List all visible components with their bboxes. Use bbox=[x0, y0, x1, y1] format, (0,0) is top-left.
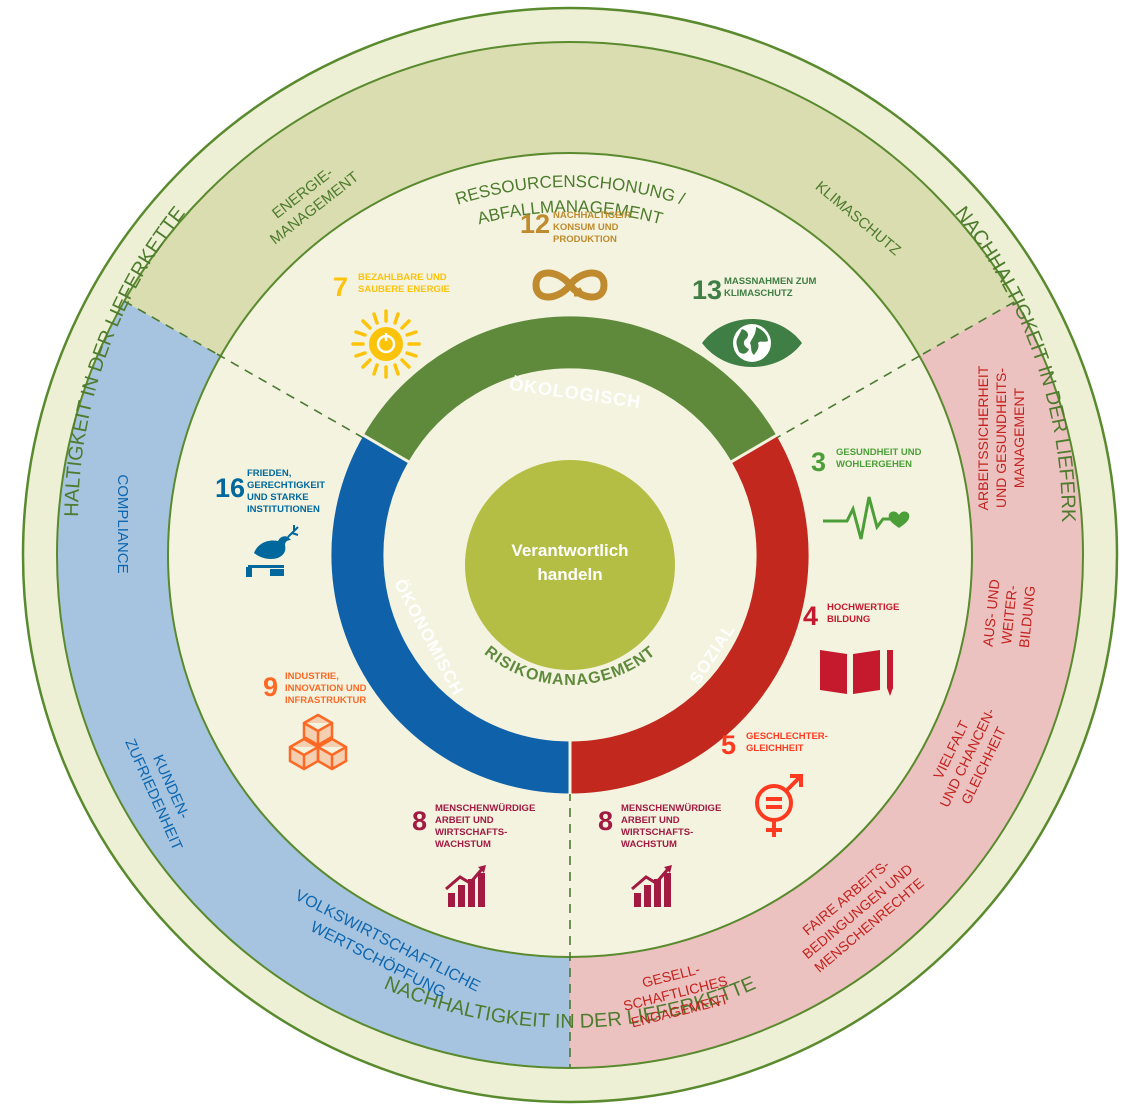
sdg-5-line2: GLEICHHEIT bbox=[746, 743, 804, 754]
sdg-3: 3 GESUNDHEIT UND WOHLERGEHEN bbox=[811, 447, 922, 540]
sdg-8-left-line4: WACHSTUM bbox=[435, 839, 491, 850]
sdg-8-left-number: 8 bbox=[412, 806, 427, 836]
divider-left bbox=[216, 353, 396, 457]
divider-left-outer bbox=[123, 300, 218, 355]
sdg-9-line3: INFRASTRUKTUR bbox=[285, 695, 366, 706]
pink-item-aus-line3: BILDUNG bbox=[1016, 585, 1038, 649]
sdg-8-right-line1: MENSCHENWÜRDIGE bbox=[621, 803, 721, 814]
sdg-4-number: 4 bbox=[803, 601, 818, 631]
sdg-13: 13 MASSNAHMEN ZUM KLIMASCHUTZ bbox=[692, 275, 816, 367]
pink-item-ausbildung: AUS- UND WEITER- BILDUNG bbox=[980, 579, 1039, 649]
sdg-5-number: 5 bbox=[721, 730, 736, 760]
sdg-13-line2: KLIMASCHUTZ bbox=[724, 288, 793, 299]
sdg-5: 5 GESCHLECHTER- GLEICHHEIT bbox=[721, 730, 828, 837]
sdg-16-line1: FRIEDEN, bbox=[247, 468, 291, 479]
infinity-icon bbox=[532, 269, 608, 301]
center-line1: Verantwortlich bbox=[511, 541, 628, 560]
ring-segment-red bbox=[569, 435, 809, 794]
ring-segment-green bbox=[363, 316, 777, 462]
sdg-8-left-line3: WIRTSCHAFTS- bbox=[435, 827, 507, 838]
eye-globe-icon bbox=[702, 319, 802, 367]
sdg-12: 12 NACHHALTIGE/R KONSUM UND PRODUKTION bbox=[520, 209, 631, 301]
sdg-3-line2: WOHLERGEHEN bbox=[836, 459, 912, 470]
sdg-3-number: 3 bbox=[811, 447, 826, 477]
pink-item-arbeits-line3: MANAGEMENT bbox=[1011, 387, 1027, 488]
growth-chart-icon bbox=[445, 865, 486, 907]
sdg-9: 9 INDUSTRIE, INNOVATION UND INFRASTRUKTU… bbox=[263, 671, 367, 771]
pink-item-aus-line2: WEITER- bbox=[998, 584, 1020, 645]
sdg-7: 7 BEZAHLBARE UND SAUBERE ENERGIE bbox=[333, 272, 450, 379]
book-pencil-icon bbox=[820, 650, 893, 696]
ring-segment-blue bbox=[331, 435, 571, 794]
sdg-9-number: 9 bbox=[263, 672, 278, 702]
pink-item-arbeitssicherheit: ARBEITSSICHERHEIT UND GESUNDHEITS- MANAG… bbox=[975, 365, 1027, 510]
sdg-8-left-line1: MENSCHENWÜRDIGE bbox=[435, 803, 535, 814]
center-line2: handeln bbox=[537, 565, 602, 584]
sdg-16: 16 FRIEDEN, GERECHTIGKEIT UND STARKE INS… bbox=[215, 468, 325, 577]
dove-gavel-icon bbox=[246, 525, 299, 577]
sdg-8-right-number: 8 bbox=[598, 806, 613, 836]
sdg-12-number: 12 bbox=[520, 209, 550, 239]
sdg-8-left: 8 MENSCHENWÜRDIGE ARBEIT UND WIRTSCHAFTS… bbox=[412, 803, 535, 907]
sdg-16-line3: UND STARKE bbox=[247, 492, 309, 503]
sdg-13-line1: MASSNAHMEN ZUM bbox=[724, 276, 816, 287]
sdg-3-line1: GESUNDHEIT UND bbox=[836, 447, 922, 458]
sdg-7-line1: BEZAHLBARE UND bbox=[358, 272, 447, 283]
sun-power-icon bbox=[351, 309, 421, 379]
center-circle bbox=[465, 460, 675, 670]
sdg-16-line4: INSTITUTIONEN bbox=[247, 504, 320, 515]
gender-equality-icon bbox=[755, 774, 803, 837]
sdg-9-line1: INDUSTRIE, bbox=[285, 671, 339, 682]
pink-item-arbeits-line1: ARBEITSSICHERHEIT bbox=[975, 365, 991, 510]
heartbeat-icon bbox=[823, 496, 910, 540]
divider-right-outer bbox=[922, 300, 1017, 355]
pink-item-aus-line1: AUS- UND bbox=[980, 579, 1003, 648]
sdg-8-right: 8 MENSCHENWÜRDIGE ARBEIT UND WIRTSCHAFTS… bbox=[598, 803, 721, 907]
sdg-12-line1: NACHHALTIGE/R bbox=[553, 210, 631, 221]
sdg-13-number: 13 bbox=[692, 275, 722, 305]
sdg-16-number: 16 bbox=[215, 473, 245, 503]
sdg-9-line2: INNOVATION UND bbox=[285, 683, 367, 694]
sdg-5-line1: GESCHLECHTER- bbox=[746, 731, 828, 742]
sdg-8-right-line3: WIRTSCHAFTS- bbox=[621, 827, 693, 838]
sdg-7-line2: SAUBERE ENERGIE bbox=[358, 284, 450, 295]
blue-item-compliance: COMPLIANCE bbox=[114, 474, 131, 573]
sdg-8-right-line2: ARBEIT UND bbox=[621, 815, 680, 826]
sdg-12-line2: KONSUM UND bbox=[553, 222, 619, 233]
sdg-12-line3: PRODUKTION bbox=[553, 234, 617, 245]
sdg-4-line1: HOCHWERTIGE bbox=[827, 602, 899, 613]
pink-item-arbeits-line2: UND GESUNDHEITS- bbox=[993, 368, 1009, 508]
sdg-8-right-line4: WACHSTUM bbox=[621, 839, 677, 850]
growth-chart-icon bbox=[631, 865, 672, 907]
sdg-8-left-line2: ARBEIT UND bbox=[435, 815, 494, 826]
sdg-4: 4 HOCHWERTIGE BILDUNG bbox=[803, 601, 899, 696]
cubes-icon bbox=[288, 713, 348, 771]
sdg-7-number: 7 bbox=[333, 272, 348, 302]
ring-gap-1 bbox=[362, 433, 410, 464]
sdg-4-line2: BILDUNG bbox=[827, 614, 870, 625]
sdg-16-line2: GERECHTIGKEIT bbox=[247, 480, 325, 491]
ring-gap-2 bbox=[730, 433, 778, 464]
